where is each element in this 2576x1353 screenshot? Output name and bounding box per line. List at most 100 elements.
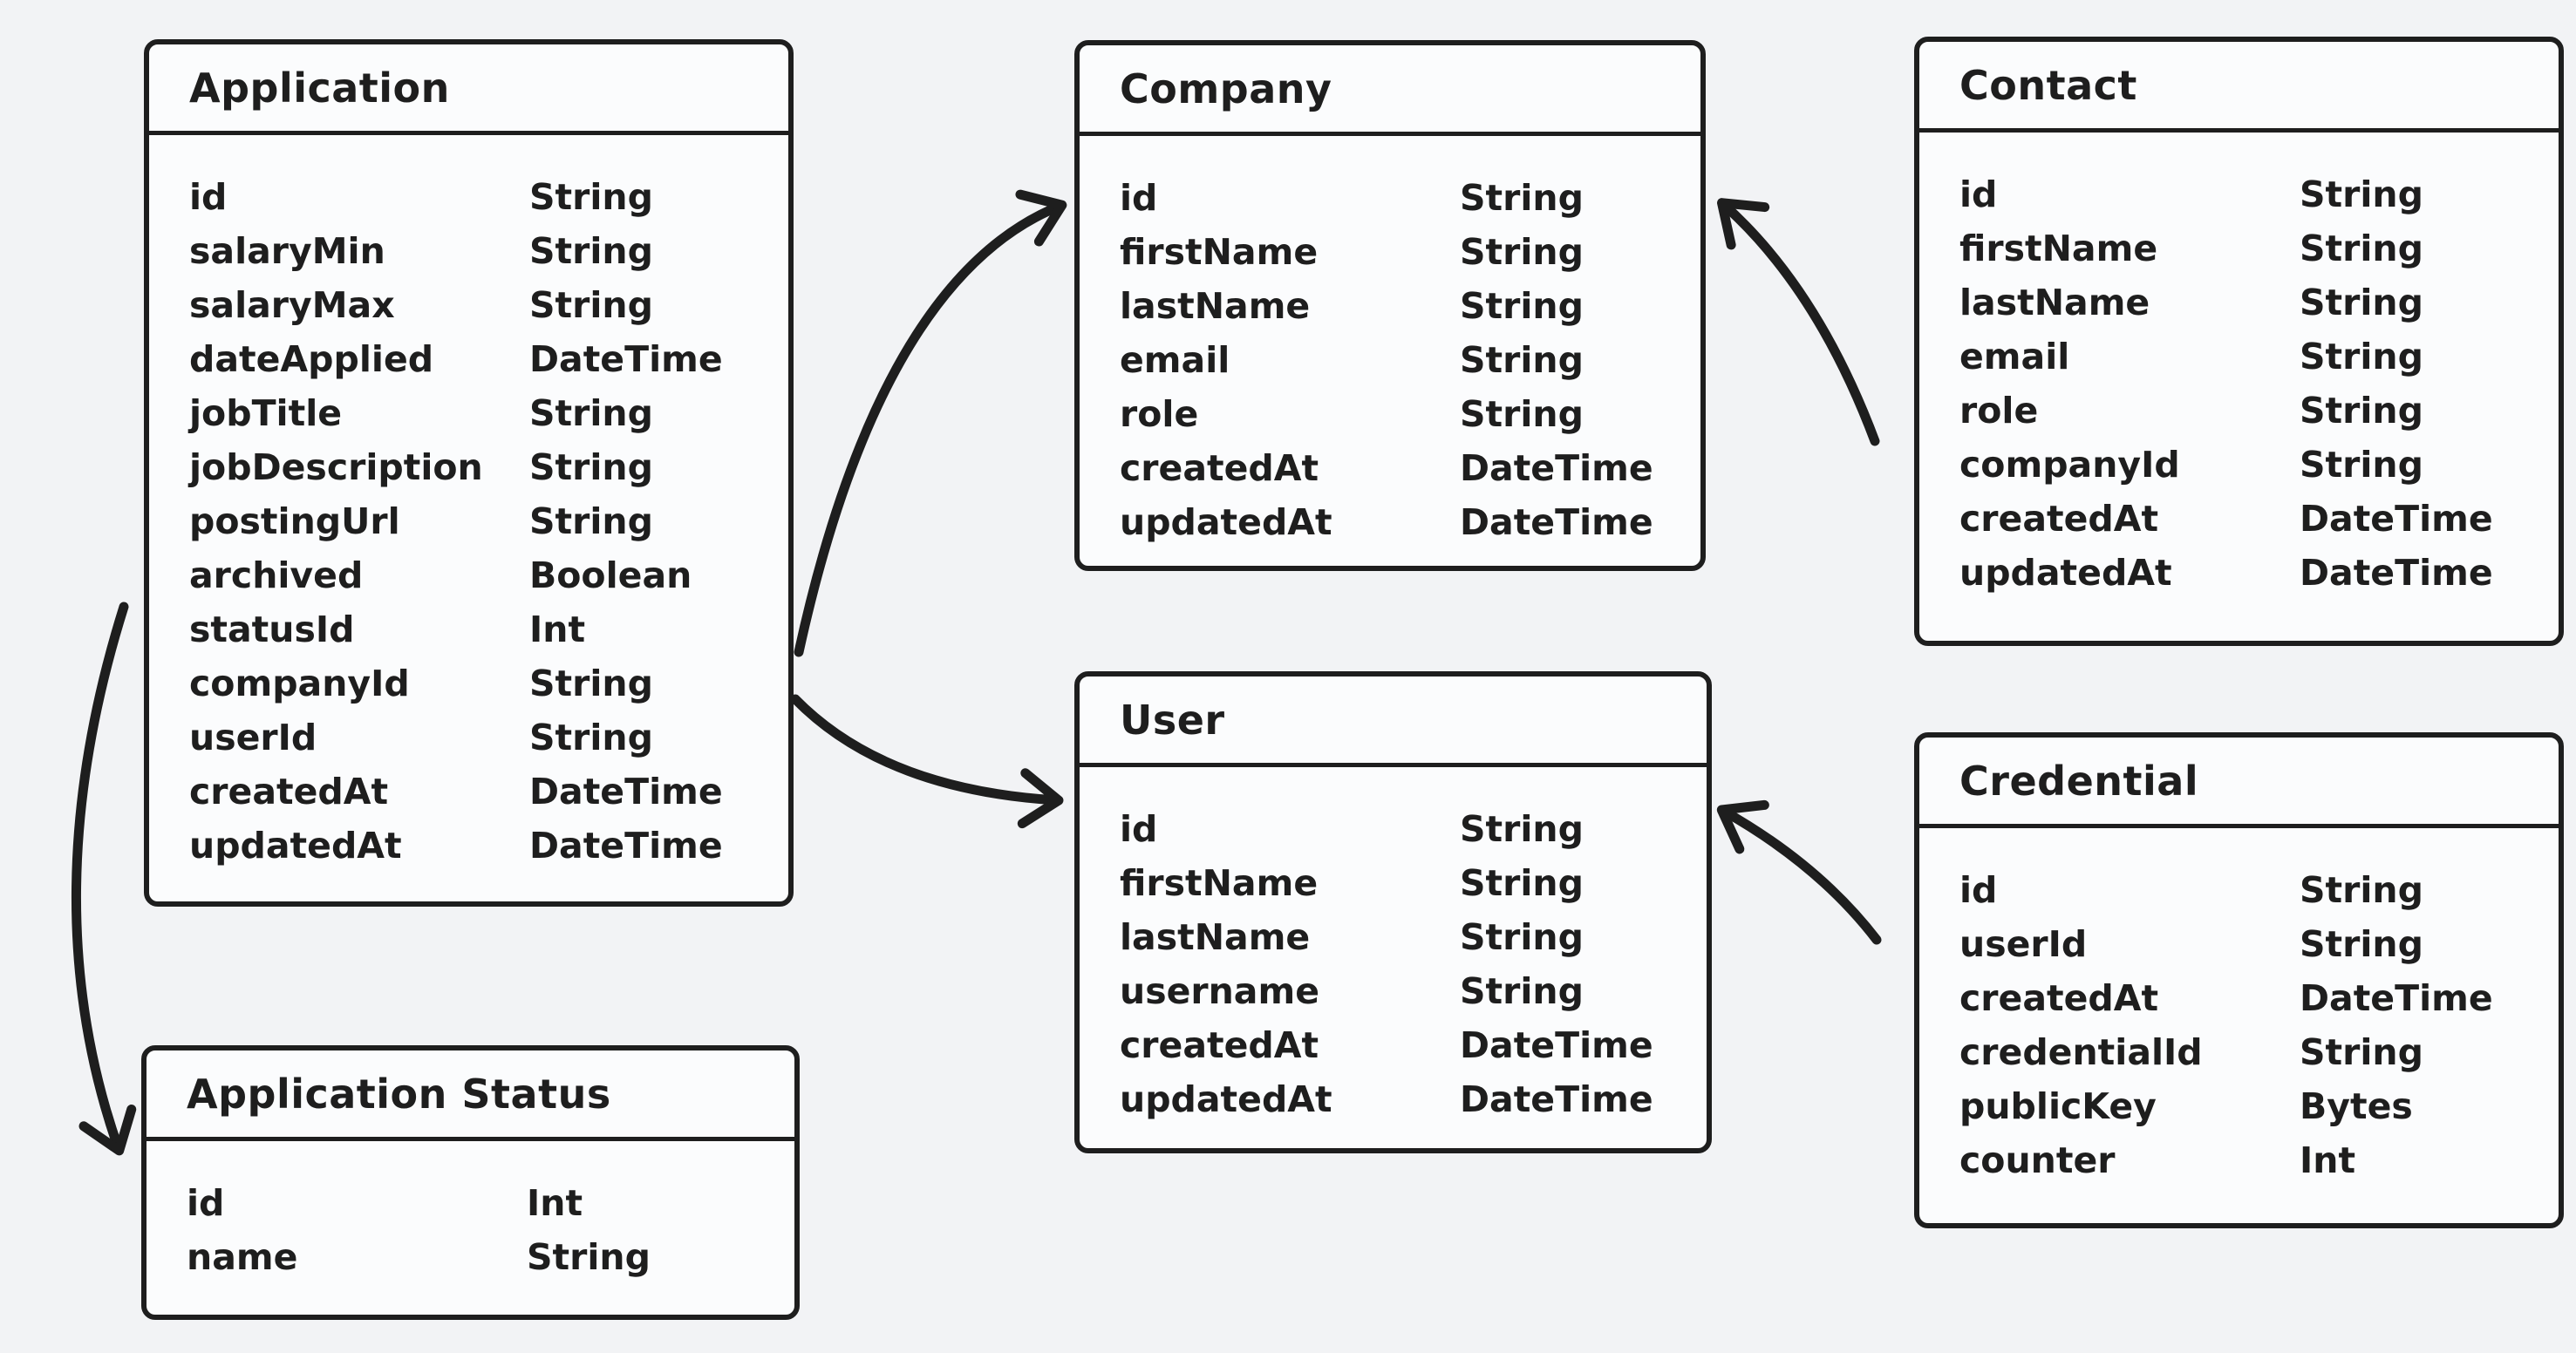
field-type: Int [2300,1139,2356,1181]
field-name: jobTitle [189,392,343,434]
field-type: DateTime [1460,447,1653,489]
field-name: updatedAt [1120,1078,1332,1120]
field-name: lastName [1120,916,1311,958]
field-type: String [1460,862,1584,904]
field-name: userId [1959,923,2088,965]
arrow-application-to-application-status[interactable] [72,602,137,1156]
field-type: String [1460,916,1584,958]
field-name: companyId [1959,444,2180,486]
field-type: DateTime [529,338,723,380]
field-name: userId [189,717,317,758]
field-type: String [2300,228,2423,269]
field-name: createdAt [189,771,389,812]
field-name: id [1120,177,1158,219]
field-name: companyId [189,663,410,704]
field-row: id String [1120,171,1660,225]
field-name: username [1120,970,1320,1012]
field-row: dateApplied DateTime [189,332,748,386]
field-name: statusId [189,609,355,650]
field-name: name [187,1236,298,1278]
field-name: archived [189,554,364,596]
field-type: String [2300,173,2423,215]
field-row: createdAt DateTime [1959,492,2518,546]
field-name: email [1120,339,1230,381]
field-name: id [189,176,228,218]
field-type: String [529,284,653,326]
field-name: createdAt [1959,977,2159,1019]
arrow-application-to-company[interactable] [794,189,1067,657]
field-type: String [529,392,653,434]
field-type: String [529,176,653,218]
field-row: id Int [187,1176,754,1230]
arrow-contact-to-company[interactable] [1717,198,1880,446]
field-name: id [187,1182,225,1224]
field-name: role [1120,393,1199,435]
arrow-application-to-user[interactable] [790,694,1064,829]
field-type: String [2300,1031,2423,1073]
field-row: salaryMax String [189,278,748,332]
field-type: DateTime [529,825,723,867]
field-type: String [529,500,653,542]
field-name: id [1959,173,1998,215]
field-type: String [529,230,653,272]
field-name: updatedAt [1959,552,2172,594]
field-type: String [1460,285,1584,327]
field-name: updatedAt [1120,501,1332,543]
field-type: String [1460,808,1584,850]
entity-title-company: Company [1080,45,1700,136]
entity-title-credential: Credential [1919,738,2559,828]
field-type: Int [527,1182,583,1224]
field-name: counter [1959,1139,2116,1181]
field-row: lastName String [1120,279,1660,333]
field-type: DateTime [2300,498,2493,540]
field-name: publicKey [1959,1085,2157,1127]
field-row: username String [1120,964,1666,1018]
field-row: userId String [189,710,748,765]
field-type: String [2300,869,2423,911]
field-name: salaryMax [189,284,395,326]
field-name: createdAt [1959,498,2159,540]
field-name: credentialId [1959,1031,2203,1073]
entity-title-application-status: Application Status [147,1050,794,1141]
field-row: role String [1959,384,2518,438]
field-type: String [2300,444,2423,486]
field-type: String [2300,390,2423,432]
field-type: String [1460,177,1584,219]
field-name: role [1959,390,2039,432]
field-name: firstName [1120,231,1319,273]
entity-title-contact: Contact [1919,42,2559,133]
field-type: String [1460,970,1584,1012]
field-row: counter Int [1959,1133,2518,1187]
field-name: lastName [1120,285,1311,327]
field-name: dateApplied [189,338,434,380]
field-type: String [529,717,653,758]
arrow-credential-to-user[interactable] [1716,799,1882,945]
